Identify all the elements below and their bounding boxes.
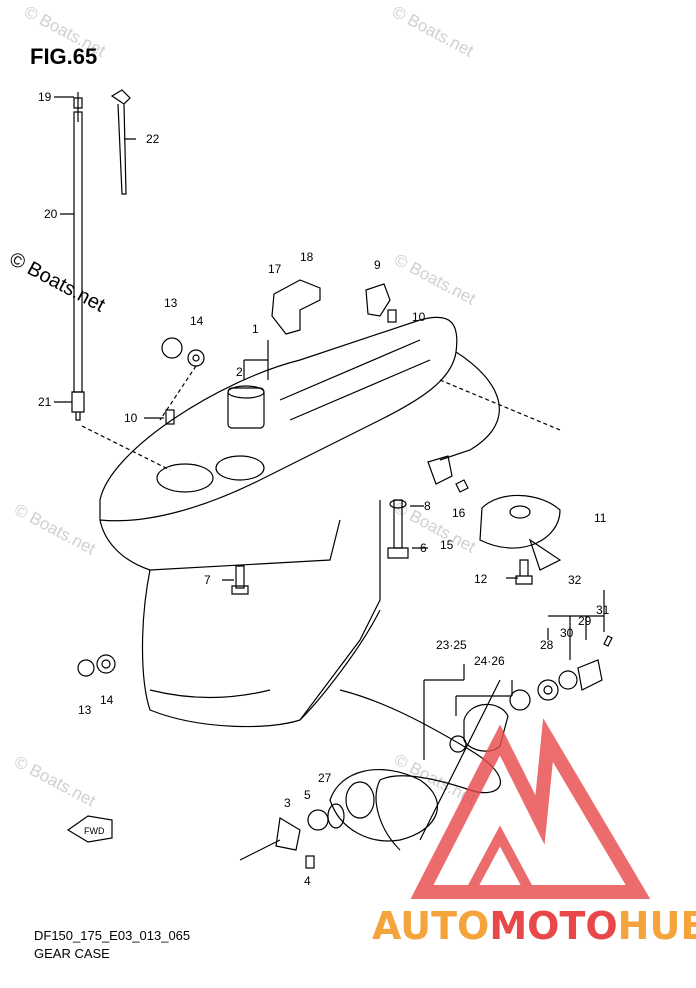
callout-label: 28 <box>540 638 554 652</box>
gear-case-top <box>99 316 458 522</box>
anode-bracket <box>271 279 321 335</box>
bearing-housing <box>227 387 265 429</box>
callout-label: 24·26 <box>474 654 505 668</box>
figure-title: FIG.65 <box>30 44 98 69</box>
callout-label: 20 <box>44 207 58 221</box>
callout-label: 32 <box>568 573 582 587</box>
callout-label: 30 <box>560 626 574 640</box>
diagram-name-caption: GEAR CASE <box>34 946 110 961</box>
model-code-caption: DF150_175_E03_013_065 <box>34 928 191 943</box>
washer <box>187 349 205 367</box>
gear-case-body <box>141 500 381 728</box>
callout-label: 2 <box>236 365 243 379</box>
trim-tab <box>479 494 561 549</box>
shaft-top-fitting <box>73 92 83 122</box>
brand-part-moto: MOTO <box>489 904 618 948</box>
callout-label: 1 <box>252 322 259 336</box>
callout-label: 13 <box>78 703 92 717</box>
fwd-arrow-icon: FWD <box>66 815 113 843</box>
bush <box>463 703 509 752</box>
callout-label: 29 <box>578 614 592 628</box>
brand-wordmark: AUTOMOTOHUB <box>372 904 696 948</box>
propeller-blade <box>339 689 502 851</box>
callout-label: 19 <box>38 90 52 104</box>
callout-label: 13 <box>164 296 178 310</box>
propeller-hub <box>329 769 438 842</box>
callout-label: 31 <box>596 603 610 617</box>
callout-label: 8 <box>424 499 431 513</box>
callout-label: 15 <box>440 538 454 552</box>
callout-label: 14 <box>100 693 114 707</box>
brand-part-hub: HUB <box>617 904 696 948</box>
callout-label: 17 <box>268 262 282 276</box>
callout-label: 3 <box>284 796 291 810</box>
callout-label: 12 <box>474 572 488 586</box>
cable-tie <box>110 89 131 195</box>
spacer <box>427 455 453 485</box>
callout-label: 27 <box>318 771 332 785</box>
callout-label: 22 <box>146 132 160 146</box>
shaft-bottom-fitting <box>71 391 85 421</box>
callout-label: 10 <box>412 310 426 324</box>
bolt-7 <box>231 565 249 595</box>
fwd-label: FWD <box>84 826 105 836</box>
bolt-12 <box>515 559 533 585</box>
callout-label: 14 <box>190 314 204 328</box>
drain-plug <box>161 337 183 359</box>
callout-label: 11 <box>594 511 607 525</box>
drive-shaft <box>73 111 83 393</box>
washer-8 <box>389 499 407 509</box>
callout-label: 16 <box>452 506 466 520</box>
callout-label: 10 <box>124 411 138 425</box>
thrust-washer <box>275 817 301 851</box>
brand-logo-icon <box>410 718 651 899</box>
callout-label: 7 <box>204 573 211 587</box>
callout-label: 9 <box>374 258 381 272</box>
callout-label: 21 <box>38 395 52 409</box>
callout-label: 6 <box>420 541 427 555</box>
callout-label: 23·25 <box>436 638 467 652</box>
callout-label: 18 <box>300 250 314 264</box>
callout-label: 4 <box>304 874 311 888</box>
brand-part-auto: AUTO <box>372 904 490 948</box>
cover-plate <box>365 283 391 317</box>
callout-label: 5 <box>304 788 311 802</box>
prop-nut <box>577 659 603 691</box>
